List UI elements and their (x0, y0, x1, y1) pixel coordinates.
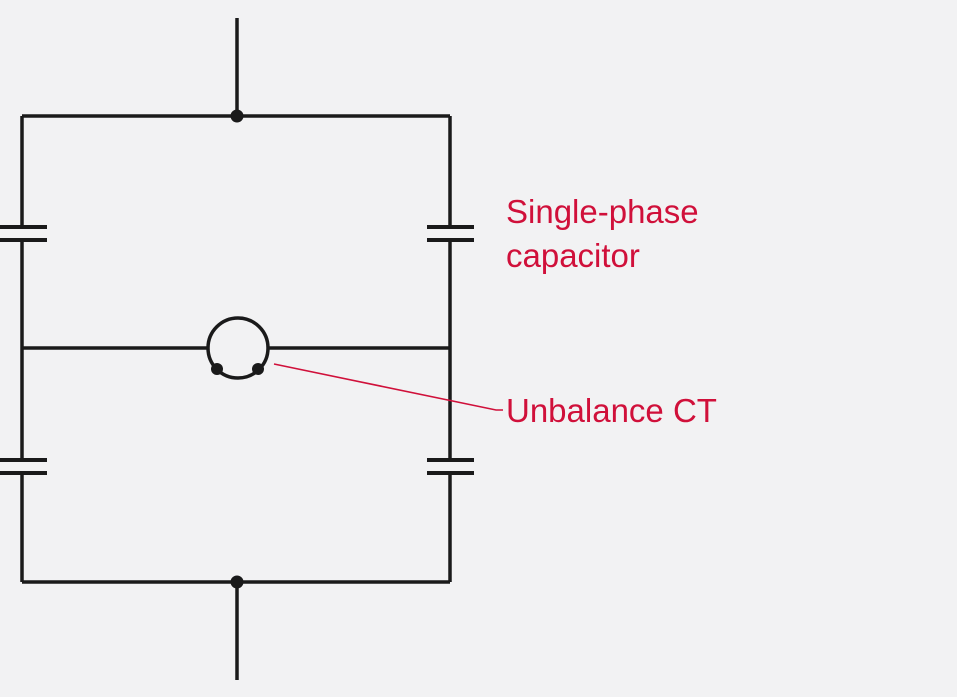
capacitor-label-line1: Single-phase (506, 193, 699, 230)
capacitor-right-lower (427, 458, 474, 475)
ct-ring (206, 316, 270, 380)
capacitor-left-upper (0, 225, 47, 242)
capacitor-label-line2: capacitor (506, 237, 640, 274)
unbalance-ct-symbol (206, 316, 270, 380)
ct-terminal-left (211, 363, 223, 375)
capacitor-left-lower (0, 458, 47, 475)
ct-leader-line (273, 363, 503, 411)
ct-terminal-right (252, 363, 264, 375)
capacitor-right-upper (427, 225, 474, 242)
ct-label: Unbalance CT (506, 392, 717, 429)
